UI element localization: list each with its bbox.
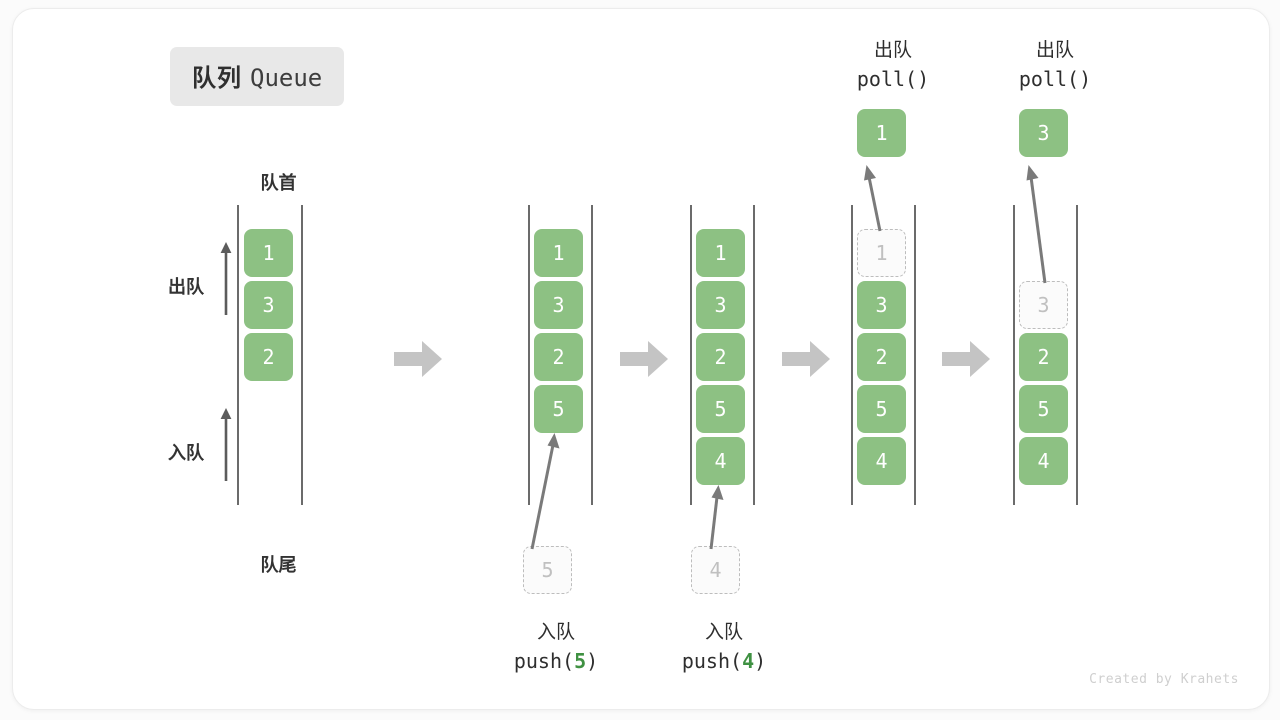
push4-operation-label: 入队 push(4): [629, 619, 819, 676]
queue-cell: 2: [696, 333, 745, 381]
credit-text: Created by Krahets: [1089, 672, 1239, 687]
queue-cell: 1: [534, 229, 583, 277]
push5-cn: 入队: [536, 622, 575, 643]
queue-cell: 5: [1019, 385, 1068, 433]
poll1-code: poll(): [856, 66, 930, 91]
flow-arrow-icon: [942, 341, 990, 377]
push4-cn: 入队: [704, 622, 743, 643]
queue-cell: 1: [696, 229, 745, 277]
queue-cell: 3: [696, 281, 745, 329]
title-chinese: 队列: [192, 65, 242, 92]
push5-connector-arrow-icon: [530, 433, 560, 550]
dequeue-marker-label: 出队: [168, 277, 204, 297]
popped-cell: 3: [1019, 109, 1068, 157]
queue-cell: 4: [1019, 437, 1068, 485]
poll2-code: poll(): [1018, 66, 1092, 91]
enqueue-direction-arrow-icon: [220, 408, 232, 481]
queue-cell: 3: [857, 281, 906, 329]
push4-value: 4: [742, 648, 755, 673]
push4-fn-open: push(: [681, 648, 743, 673]
push5-fn-open: push(: [513, 648, 575, 673]
push4-connector-arrow-icon: [709, 485, 724, 550]
flow-arrow-icon: [620, 341, 668, 377]
push5-operation-label: 入队 push(5): [461, 619, 651, 676]
rail-left: [528, 205, 530, 505]
outgoing-ghost-cell: 3: [1019, 281, 1068, 329]
poll2-connector-arrow-icon: [1026, 165, 1047, 284]
queue-cell: 1: [244, 229, 293, 277]
rail-right: [753, 205, 755, 505]
queue-cell: 5: [696, 385, 745, 433]
rail-right: [1076, 205, 1078, 505]
queue-cell: 5: [857, 385, 906, 433]
popped-cell: 1: [857, 109, 906, 157]
queue-cell: 2: [1019, 333, 1068, 381]
rail-right: [591, 205, 593, 505]
diagram-card: 队列 Queue 队首 队尾 出队 入队 1 3 2 1 3 2 5 5: [12, 8, 1270, 710]
push5-value: 5: [574, 648, 587, 673]
queue-cell: 2: [857, 333, 906, 381]
poll1-connector-arrow-icon: [864, 165, 882, 232]
flow-arrow-icon: [394, 341, 442, 377]
push5-fn-close: ): [586, 648, 599, 673]
push4-fn-close: ): [754, 648, 767, 673]
front-label: 队首: [260, 173, 297, 193]
diagram-stage: 队列 Queue 队首 队尾 出队 入队 1 3 2 1 3 2 5 5: [13, 9, 1269, 709]
queue-cell: 4: [696, 437, 745, 485]
flow-arrow-icon: [782, 341, 830, 377]
poll1-cn: 出队: [873, 40, 912, 61]
title-english: Queue: [250, 64, 323, 92]
queue-cell: 4: [857, 437, 906, 485]
push5-code: push(5): [461, 647, 651, 676]
rail-left: [1013, 205, 1015, 505]
enqueue-marker-label: 入队: [168, 443, 204, 463]
rail-left: [237, 205, 239, 505]
queue-cell: 3: [534, 281, 583, 329]
incoming-ghost-cell: 5: [523, 546, 572, 594]
queue-cell: 2: [534, 333, 583, 381]
incoming-ghost-cell: 4: [691, 546, 740, 594]
poll2-cn: 出队: [1035, 40, 1074, 61]
rail-left: [851, 205, 853, 505]
rear-label: 队尾: [260, 555, 297, 575]
poll2-operation-label: 出队 poll(): [960, 37, 1150, 94]
poll1-operation-label: 出队 poll(): [798, 37, 988, 94]
title-badge: 队列 Queue: [170, 47, 345, 106]
outgoing-ghost-cell: 1: [857, 229, 906, 277]
queue-cell: 3: [244, 281, 293, 329]
rail-right: [914, 205, 916, 505]
rail-left: [690, 205, 692, 505]
queue-cell: 2: [244, 333, 293, 381]
queue-cell: 5: [534, 385, 583, 433]
rail-right: [301, 205, 303, 505]
dequeue-direction-arrow-icon: [220, 242, 232, 315]
push4-code: push(4): [629, 647, 819, 676]
